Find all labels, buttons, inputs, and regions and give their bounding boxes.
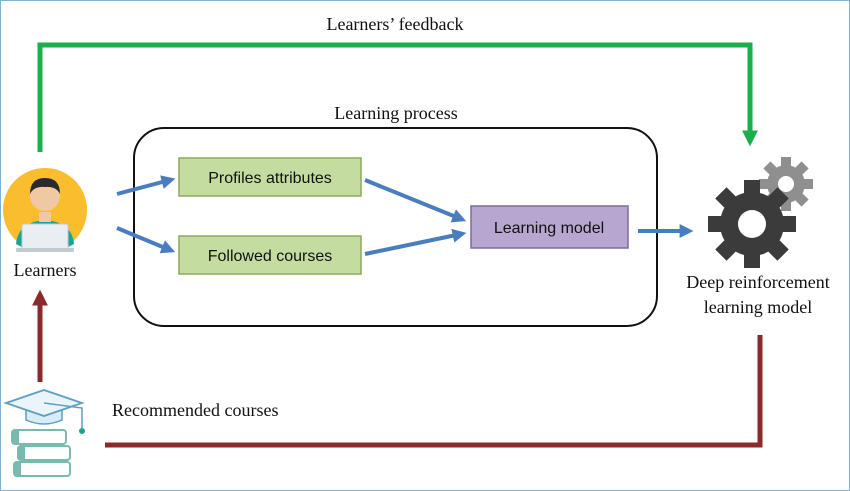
arrow-followed-to-model — [364, 228, 467, 256]
arrow-profiles-to-model — [364, 178, 467, 223]
graduation-books-icon — [3, 389, 85, 477]
learning-process-label: Learning process — [334, 103, 457, 123]
drl-label-line1: Deep reinforcement — [686, 272, 829, 292]
feedback-arrow — [37, 42, 759, 152]
feedback-label: Learners’ feedback — [326, 14, 463, 34]
learning-model-box — [470, 205, 629, 249]
arrow-learners-to-followed — [116, 226, 176, 254]
learning-model-text: Learning model — [494, 220, 604, 237]
recommendation-arrow — [105, 335, 763, 448]
drl-label-line2: learning model — [704, 297, 812, 317]
learning-process-container — [133, 127, 658, 327]
recommended-label: Recommended courses — [112, 400, 278, 420]
gears-icon — [708, 157, 813, 268]
profiles-attributes-box — [178, 157, 362, 197]
followed-courses-text: Followed courses — [208, 248, 333, 265]
learner-avatar-icon — [3, 168, 87, 252]
arrow-learners-to-profiles — [116, 175, 176, 196]
followed-courses-box — [178, 235, 362, 275]
profiles-attributes-text: Profiles attributes — [208, 170, 332, 187]
learners-label: Learners — [14, 260, 77, 280]
